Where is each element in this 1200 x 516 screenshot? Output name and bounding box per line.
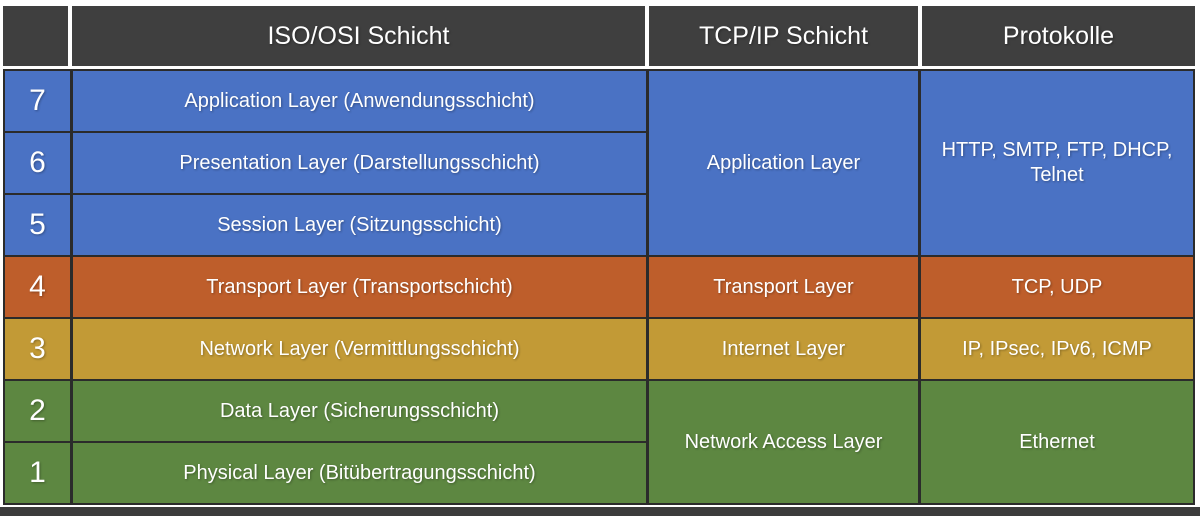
header-cell-tcp-ip: TCP/IP Schicht: [649, 6, 918, 66]
header-cell-protokolle: Protokolle: [922, 6, 1195, 66]
tcpip-layer-transport: Transport Layer: [649, 257, 918, 317]
header-cell-iso-osi: ISO/OSI Schicht: [72, 6, 645, 66]
layer-number-4: 4: [5, 257, 70, 317]
osi-layer-application: Application Layer (Anwendungsschicht): [73, 71, 646, 131]
layer-number-5: 5: [5, 195, 70, 255]
osi-layer-transport: Transport Layer (Transportschicht): [73, 257, 646, 317]
table-header-row: ISO/OSI Schicht TCP/IP Schicht Protokoll…: [3, 6, 1195, 66]
tcpip-layer-network-access: Network Access Layer: [649, 381, 918, 503]
osi-tcpip-table: ISO/OSI Schicht TCP/IP Schicht Protokoll…: [3, 6, 1195, 505]
protocols-transport: TCP, UDP: [921, 257, 1193, 317]
protocols-network-access: Ethernet: [921, 381, 1193, 503]
tcpip-layer-internet: Internet Layer: [649, 319, 918, 379]
osi-layer-physical: Physical Layer (Bitübertragungsschicht): [73, 443, 646, 503]
osi-layer-presentation: Presentation Layer (Darstellungsschicht): [73, 133, 646, 193]
osi-layer-data: Data Layer (Sicherungsschicht): [73, 381, 646, 441]
table-body: 7 6 5 4 3 2 1 Application Layer (Anwendu…: [3, 69, 1195, 505]
layer-number-3: 3: [5, 319, 70, 379]
header-cell-layer-number: [3, 6, 68, 66]
layer-number-7: 7: [5, 71, 70, 131]
osi-layer-network: Network Layer (Vermittlungsschicht): [73, 319, 646, 379]
protocols-internet: IP, IPsec, IPv6, ICMP: [921, 319, 1193, 379]
bottom-bar: [0, 507, 1200, 516]
layer-number-1: 1: [5, 443, 70, 503]
protocols-application: HTTP, SMTP, FTP, DHCP, Telnet: [921, 71, 1193, 255]
layer-number-6: 6: [5, 133, 70, 193]
tcpip-layer-application: Application Layer: [649, 71, 918, 255]
layer-number-2: 2: [5, 381, 70, 441]
osi-layer-session: Session Layer (Sitzungsschicht): [73, 195, 646, 255]
